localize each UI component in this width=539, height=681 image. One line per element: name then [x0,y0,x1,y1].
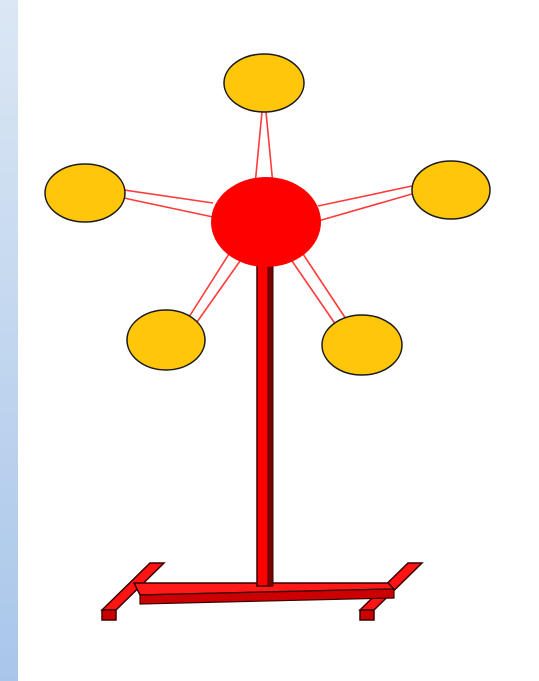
pod-bottom-left [127,310,205,370]
connector-top-b [266,112,273,185]
pod-top [224,54,304,112]
connector-right-b [318,194,412,221]
connector-right-a [318,186,412,206]
pod-bottom-right [322,315,402,375]
pod-left [45,164,125,222]
stand-pole [257,258,273,586]
pod-right [412,161,490,219]
red-hub [211,177,321,267]
connector-top-a [255,112,262,185]
